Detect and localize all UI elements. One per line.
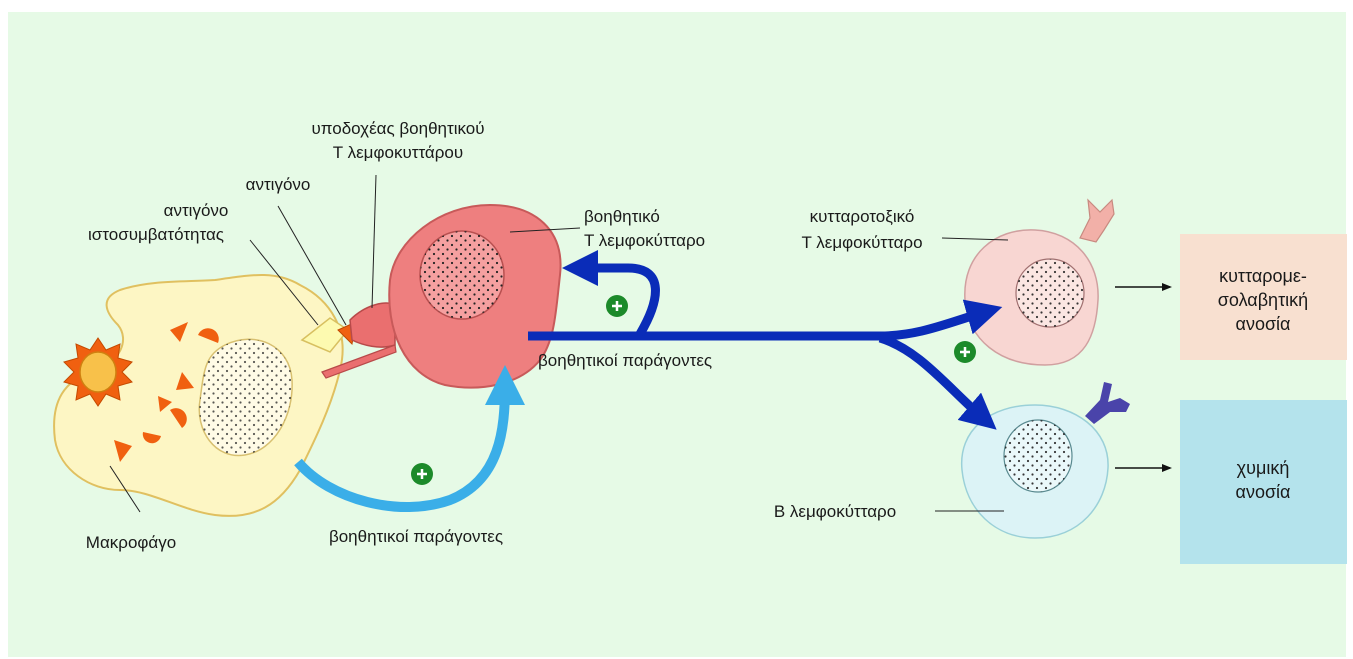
helper-t-label-line1: βοηθητικό [584, 207, 660, 226]
b-cell-label: Β λεμφοκύτταρο [774, 502, 896, 521]
cell-mediated-label-line3: ανοσία [1236, 314, 1291, 334]
plus-badge-icon [954, 341, 976, 363]
cell-mediated-label-line1: κυτταρομε- [1219, 266, 1307, 286]
helper-factors-main-label: βοηθητικοί παράγοντες [538, 351, 712, 370]
histocompatibility-label-line1: αντιγόνο [164, 201, 229, 220]
cell-mediated-label-line2: σολαβητική [1218, 290, 1308, 310]
plus-badge-icon [606, 295, 628, 317]
humoral-label-line1: χυμική [1237, 458, 1290, 478]
helper-factors-bottom-label: βοηθητικοί παράγοντες [329, 527, 503, 546]
histocompatibility-label-line2: ιστοσυμβατότητας [88, 225, 224, 244]
macrophage-label: Μακροφάγο [86, 533, 176, 552]
cytotoxic-t-label-line1: κυτταροτοξικό [810, 207, 915, 226]
helper-t-label-line2: Τ λεμφοκύτταρο [584, 231, 705, 250]
plus-badge-icon [411, 463, 433, 485]
receptor-label-line1: υποδοχέας βοηθητικού [311, 119, 484, 138]
receptor-label-line2: Τ λεμφοκυττάρου [333, 143, 463, 162]
antigen-label: αντιγόνο [246, 175, 311, 194]
humoral-label-line2: ανοσία [1236, 482, 1291, 502]
cytotoxic-t-label-line2: Τ λεμφοκύτταρο [801, 233, 922, 252]
